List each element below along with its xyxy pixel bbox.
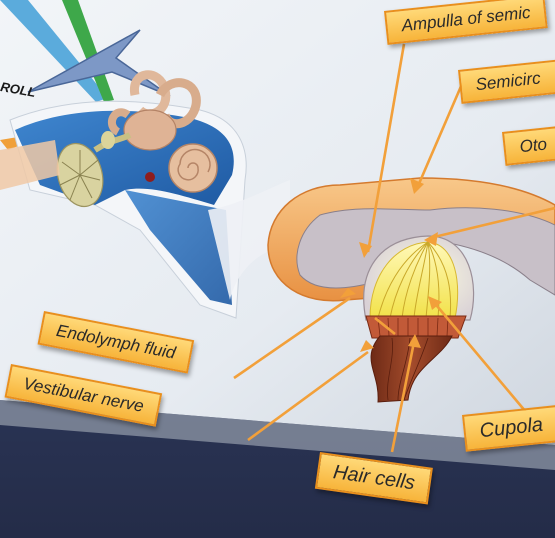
label-otolith: Oto <box>502 124 555 166</box>
